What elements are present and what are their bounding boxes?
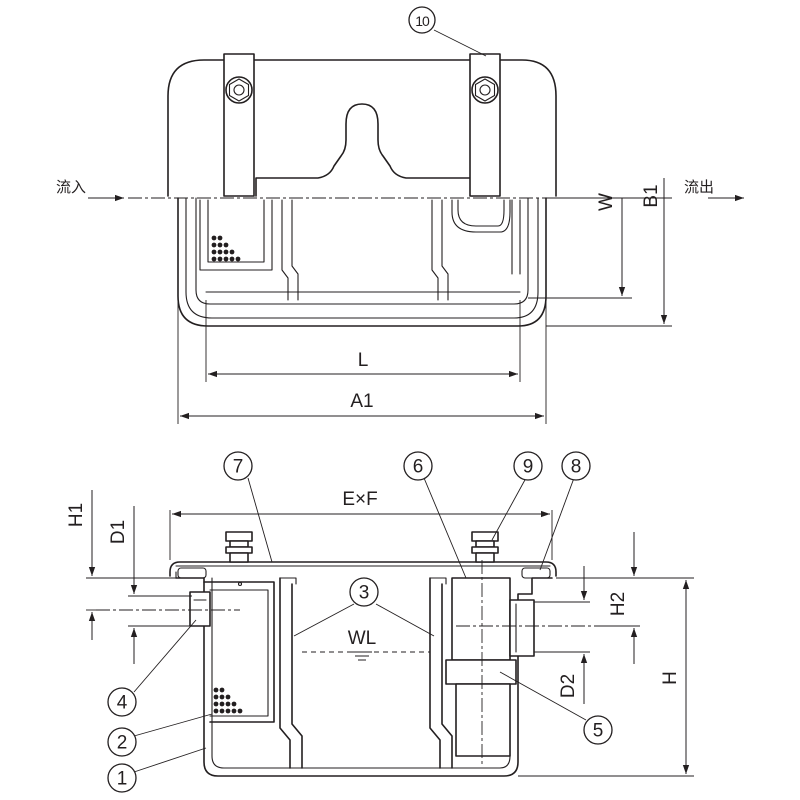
cover-bolt-left (225, 531, 253, 563)
cover-plate (169, 561, 557, 577)
top-view: 流入 流出 W B1 L A1 10 (56, 6, 744, 424)
svg-text:5: 5 (593, 721, 604, 742)
baffle-left (279, 577, 303, 769)
strap-left (223, 53, 255, 197)
dim-d1-label: D1 (108, 520, 129, 544)
svg-text:7: 7 (233, 457, 244, 478)
basket-top-view (199, 199, 273, 271)
callout-7: 7 (223, 451, 253, 481)
dim-l-label: L (358, 350, 369, 371)
callout-3: 3 (349, 577, 379, 607)
bolt-right (471, 76, 499, 104)
body-floor-line (195, 197, 529, 305)
callout-2: 2 (107, 727, 137, 757)
lid-outline (167, 59, 557, 197)
dim-a1-label: A1 (350, 391, 373, 412)
svg-text:9: 9 (523, 457, 534, 478)
outlet-pipe-upper (451, 577, 511, 661)
outflow-label: 流出 (684, 178, 714, 196)
inlet-fitting (189, 591, 211, 627)
callout-10-leader (433, 29, 487, 57)
basket-perforation (213, 687, 243, 714)
dim-b1-label: B1 (641, 184, 662, 207)
callout-6: 6 (403, 451, 433, 481)
outlet-socket (509, 599, 535, 657)
body-inner-outline (185, 197, 539, 319)
strap-right (469, 53, 501, 197)
dim-exf-label: E×F (342, 489, 377, 510)
water-level-mark (352, 651, 372, 661)
svg-text:4: 4 (117, 693, 128, 714)
inflow-label: 流入 (56, 178, 86, 196)
body-outer-outline (177, 197, 547, 327)
outlet-top-view (451, 199, 511, 233)
dim-d2-label: D2 (558, 674, 579, 698)
lid-handle-cut (255, 103, 473, 197)
gasket-right (521, 567, 551, 579)
callout-4: 4 (107, 687, 137, 717)
basket-outline (203, 581, 275, 723)
callout-5: 5 (583, 715, 613, 745)
dim-h2-label: H2 (608, 592, 629, 616)
svg-text:6: 6 (413, 457, 424, 478)
baffle-right (429, 577, 453, 769)
body-outline (175, 577, 553, 777)
outlet-pipe-collar (445, 659, 517, 685)
callout-10-number: 10 (415, 13, 430, 29)
outlet-pipe-lower (455, 683, 511, 757)
body-inner-line (211, 577, 511, 769)
cover-bolt-right (471, 531, 499, 563)
svg-text:3: 3 (359, 583, 370, 604)
callout-1: 1 (107, 763, 137, 793)
baffle-right-top (431, 199, 449, 301)
callout-8: 8 (561, 451, 591, 481)
baffle-left-top (281, 199, 299, 301)
dim-w-label: W (596, 193, 617, 211)
callout-9: 9 (513, 451, 543, 481)
callout-10-circle (408, 6, 436, 34)
svg-text:2: 2 (117, 733, 128, 754)
svg-text:1: 1 (117, 769, 128, 790)
bolt-left (225, 76, 253, 104)
section-view: WL E×F H1 D1 H2 D2 H (66, 451, 694, 793)
water-level-label: WL (348, 628, 377, 649)
dim-h1-label: H1 (66, 503, 87, 527)
dim-h-label: H (660, 671, 681, 685)
basket-perforation-top (211, 235, 241, 262)
svg-text:8: 8 (571, 457, 582, 478)
gasket-left (177, 567, 207, 579)
